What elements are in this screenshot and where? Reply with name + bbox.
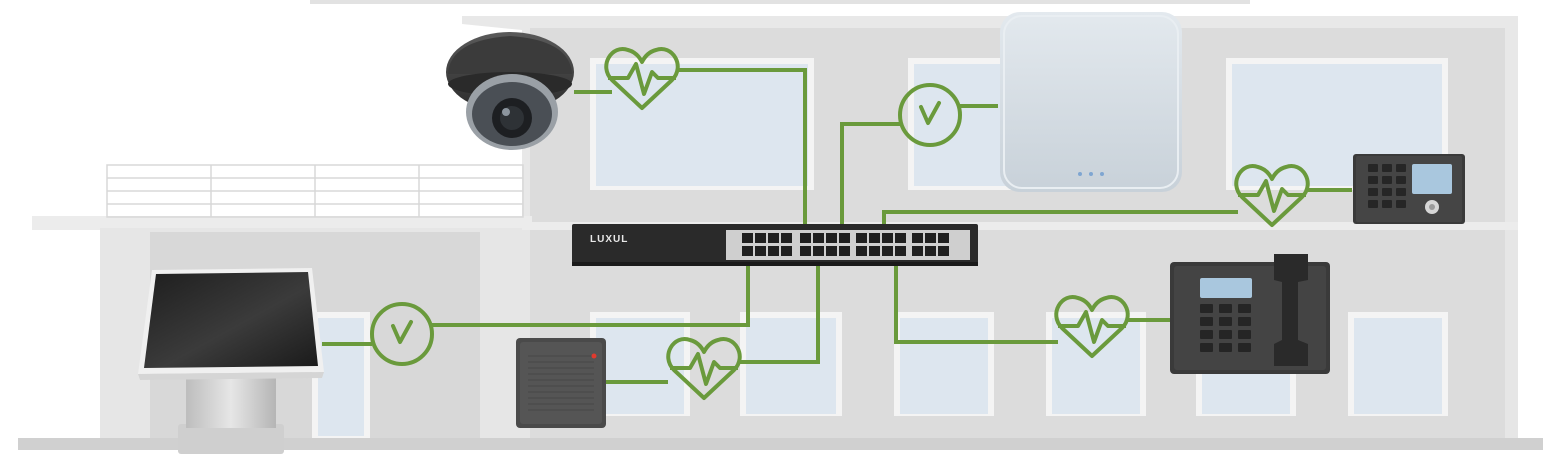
pos-terminal bbox=[138, 268, 324, 454]
ethernet-port bbox=[895, 233, 906, 243]
ethernet-port bbox=[755, 246, 766, 256]
ethernet-port bbox=[813, 233, 824, 243]
ethernet-port bbox=[826, 233, 837, 243]
switch-brand: LUXUL bbox=[590, 234, 628, 245]
ethernet-port bbox=[938, 233, 949, 243]
link-phone bbox=[894, 252, 1170, 344]
ethernet-port bbox=[912, 246, 923, 256]
keypad-display bbox=[1412, 164, 1452, 194]
floor-slab bbox=[522, 222, 1518, 230]
ethernet-port bbox=[768, 233, 779, 243]
switch-ports bbox=[742, 233, 949, 256]
ethernet-port bbox=[938, 246, 949, 256]
ip-desk-phone bbox=[1170, 254, 1330, 374]
ethernet-port bbox=[856, 246, 867, 256]
ethernet-port bbox=[856, 233, 867, 243]
status-led-icon bbox=[591, 353, 597, 359]
led-icon bbox=[1100, 172, 1104, 176]
ethernet-port bbox=[781, 233, 792, 243]
connection-lines bbox=[322, 68, 1352, 384]
wireless-access-point-check-icon bbox=[898, 83, 962, 147]
link-camera bbox=[574, 68, 807, 240]
pos-terminal-check-icon bbox=[370, 302, 434, 366]
phone-display bbox=[1200, 278, 1252, 298]
ethernet-port bbox=[755, 233, 766, 243]
led-icon bbox=[1089, 172, 1093, 176]
network-switch: LUXUL bbox=[572, 224, 978, 266]
top-edge bbox=[310, 0, 1250, 4]
ethernet-port bbox=[781, 246, 792, 256]
phone-keypad bbox=[1200, 304, 1251, 352]
ethernet-port bbox=[742, 233, 753, 243]
keypad-access-panel-heartbeat-icon bbox=[1234, 164, 1310, 227]
ethernet-port bbox=[839, 246, 850, 256]
ethernet-port bbox=[800, 246, 811, 256]
ethernet-port bbox=[895, 246, 906, 256]
wireless-access-point bbox=[1000, 12, 1182, 192]
ip-desk-phone-heartbeat-icon bbox=[1054, 295, 1130, 358]
ethernet-port bbox=[813, 246, 824, 256]
handset bbox=[1274, 254, 1308, 366]
keypad-buttons bbox=[1368, 164, 1406, 208]
link-card-reader bbox=[606, 252, 820, 384]
card-reader-heartbeat-icon bbox=[666, 337, 742, 400]
dome-camera-heartbeat-icon bbox=[604, 47, 680, 110]
dome-camera bbox=[446, 32, 574, 150]
led-icon bbox=[1078, 172, 1082, 176]
status-icons bbox=[370, 47, 1310, 400]
ethernet-port bbox=[768, 246, 779, 256]
ground bbox=[18, 438, 1543, 450]
ethernet-port bbox=[925, 246, 936, 256]
ethernet-port bbox=[742, 246, 753, 256]
ethernet-port bbox=[826, 246, 837, 256]
keypad-access-panel bbox=[1353, 154, 1465, 224]
ethernet-port bbox=[800, 233, 811, 243]
ethernet-port bbox=[869, 233, 880, 243]
balcony-railing bbox=[106, 164, 524, 218]
ethernet-port bbox=[869, 246, 880, 256]
link-access-point bbox=[840, 104, 998, 240]
ethernet-port bbox=[882, 246, 893, 256]
roof-ledge bbox=[32, 216, 532, 230]
ethernet-port bbox=[882, 233, 893, 243]
ethernet-port bbox=[839, 233, 850, 243]
ethernet-port bbox=[912, 233, 923, 243]
reader-grill bbox=[528, 355, 594, 411]
link-pos bbox=[322, 252, 750, 346]
card-reader bbox=[516, 338, 606, 428]
ethernet-port bbox=[925, 233, 936, 243]
